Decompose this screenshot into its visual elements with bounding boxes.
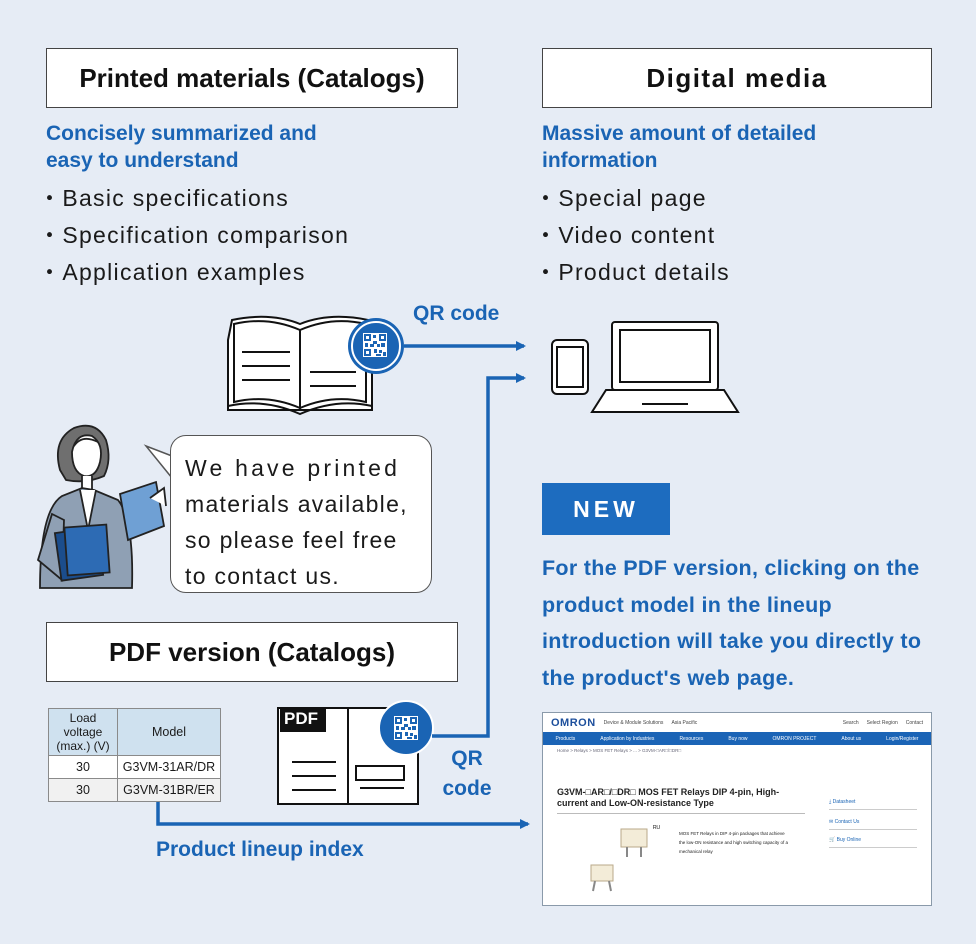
pdf-tag bbox=[280, 708, 326, 732]
bullet-item: Application examples bbox=[38, 254, 349, 291]
omron-logo: OMRON bbox=[551, 716, 596, 729]
qr-arrow-pdf bbox=[432, 373, 526, 738]
webpage-description: MOS FET Relays in DIP 4-pin packages tha… bbox=[679, 831, 789, 854]
catalog-book-icon bbox=[227, 315, 373, 416]
webpage-breadcrumb: Home > Relays > MOS FET Relays > ... > G… bbox=[557, 748, 682, 753]
printed-materials-title: Printed materials (Catalogs) bbox=[46, 48, 458, 108]
laptop-icon bbox=[590, 321, 740, 413]
buy-online-link[interactable]: 🛒 Buy Online bbox=[829, 837, 917, 848]
pdf-tag-label: PDF bbox=[284, 709, 318, 728]
digital-media-title: Digital media bbox=[542, 48, 932, 108]
table-row: 30 G3VM-31BR/ER bbox=[48, 778, 221, 802]
table-row: 30 G3VM-31AR/DR bbox=[48, 755, 221, 779]
speech-bubble: We have printed materials available, so … bbox=[170, 435, 432, 593]
printed-bullet-list: Basic specifications Specification compa… bbox=[38, 180, 349, 291]
webpage-header: OMRON Device & Module Solutions Asia Pac… bbox=[551, 716, 923, 729]
svg-text:ᴿᵁ: ᴿᵁ bbox=[653, 824, 661, 833]
speech-bubble-tail bbox=[143, 444, 173, 479]
webpage-title: G3VM-□AR□/□DR□ MOS FET Relays DIP 4-pin,… bbox=[557, 787, 780, 808]
title-underline bbox=[557, 813, 805, 814]
digital-subtitle: Massive amount of detailed information bbox=[542, 122, 817, 172]
printed-subtitle: Concisely summarized and easy to underst… bbox=[46, 122, 317, 172]
bullet-item: Video content bbox=[534, 217, 730, 254]
datasheet-link[interactable]: ⤓ Datasheet bbox=[829, 799, 917, 810]
woman-illustration bbox=[36, 424, 167, 589]
qr-code-label-top: QR code bbox=[413, 302, 500, 325]
bullet-item: Specification comparison bbox=[38, 217, 349, 254]
new-description: For the PDF version, clicking on the pro… bbox=[542, 556, 922, 690]
table-header: Load voltage (max.) (V) bbox=[48, 708, 118, 756]
relay-product-image: ᴿᵁ bbox=[590, 824, 661, 892]
contact-us-link[interactable]: ✉ Contact Us bbox=[829, 819, 917, 830]
smartphone-icon bbox=[551, 339, 589, 395]
product-webpage-thumbnail[interactable]: OMRON Device & Module Solutions Asia Pac… bbox=[542, 712, 932, 906]
table-header: Model bbox=[117, 708, 221, 756]
digital-bullet-list: Special page Video content Product detai… bbox=[534, 180, 730, 291]
new-badge: NEW bbox=[542, 483, 670, 535]
pdf-version-title: PDF version (Catalogs) bbox=[46, 622, 458, 682]
bullet-item: Special page bbox=[534, 180, 730, 217]
product-lineup-label: Product lineup index bbox=[156, 838, 364, 861]
qr-code-label-pdf: QR code bbox=[442, 747, 492, 800]
bullet-item: Basic specifications bbox=[38, 180, 349, 217]
product-lineup-table: Load voltage (max.) (V) Model 30 G3VM-31… bbox=[48, 708, 221, 802]
bullet-item: Product details bbox=[534, 254, 730, 291]
